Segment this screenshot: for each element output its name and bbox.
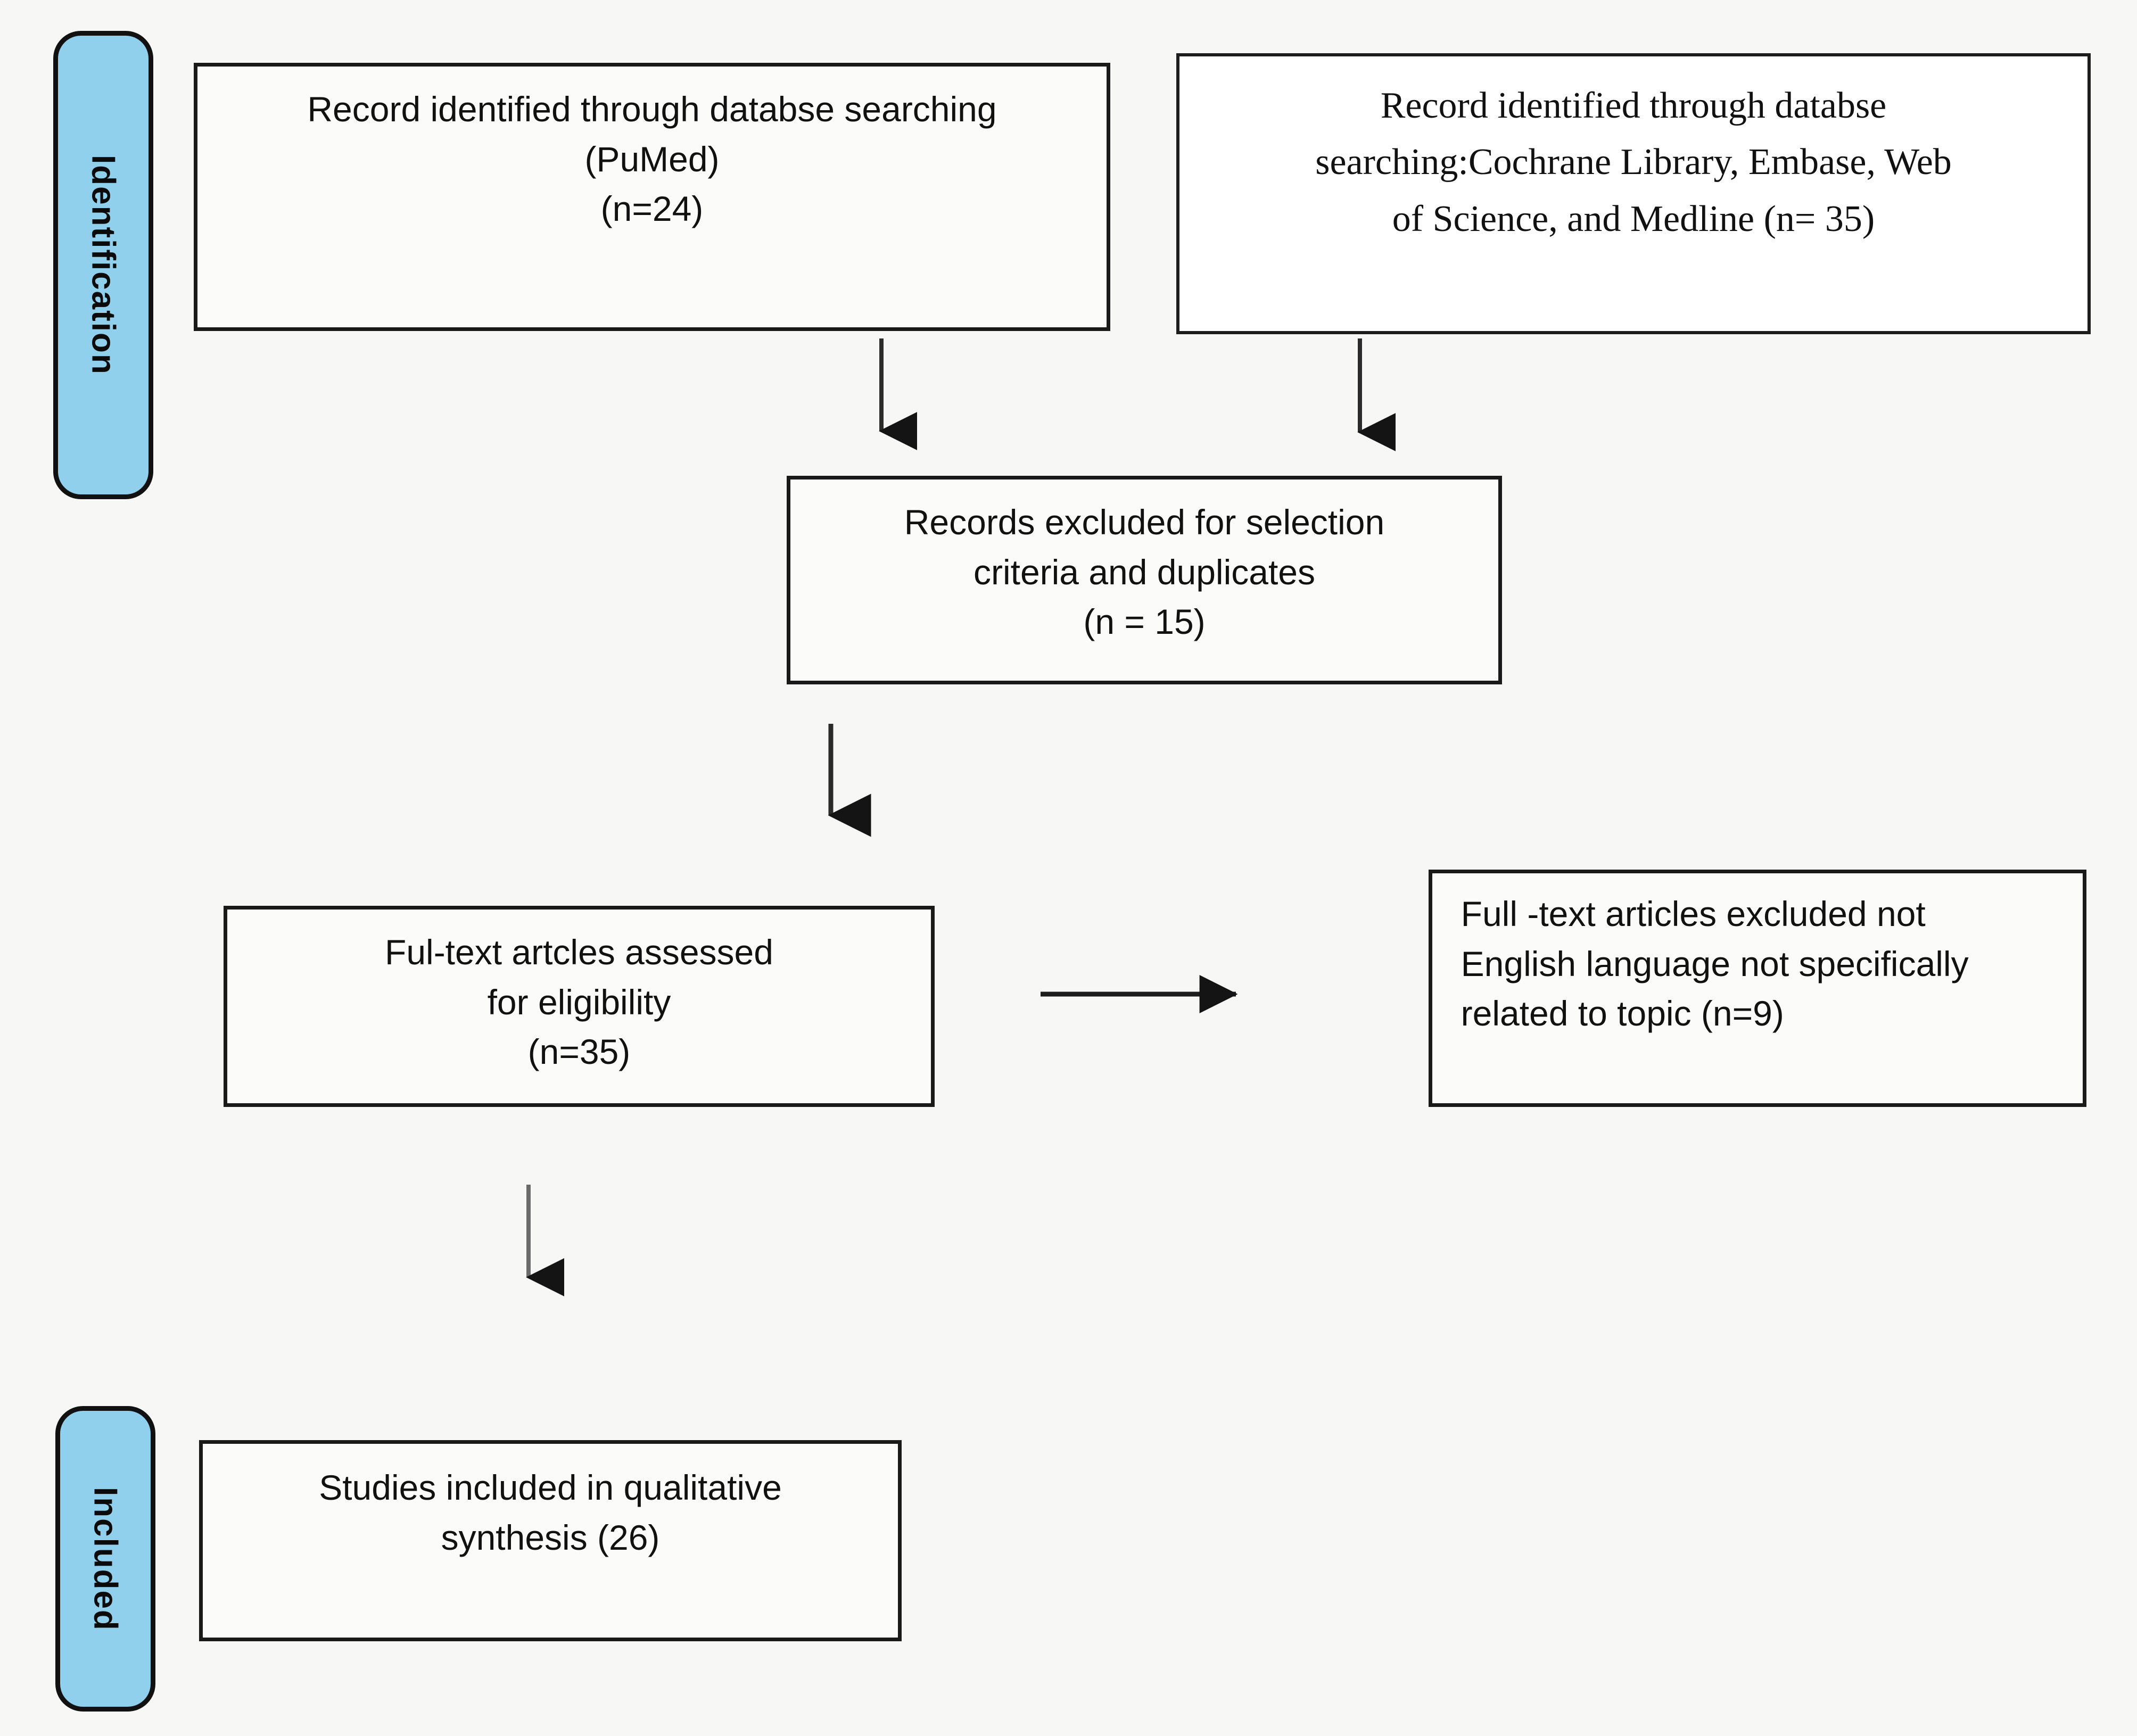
flow-box-fulltext-excluded: Full -text articles excluded not English… — [1429, 870, 2086, 1107]
flow-box-studies-included-text: Studies included in qualitative synthesi… — [319, 1468, 782, 1557]
flow-box-studies-included: Studies included in qualitative synthesi… — [199, 1440, 902, 1641]
flow-box-records-identified-other-databases: Record identified through databse search… — [1176, 53, 2091, 334]
flow-box-records-excluded: Records excluded for selection criteria … — [787, 476, 1502, 684]
stage-pill-identification: Identification — [53, 31, 153, 499]
stage-pill-included: Included — [55, 1406, 155, 1712]
flow-box-records-excluded-text: Records excluded for selection criteria … — [904, 502, 1385, 642]
flow-box-records-identified-pubmed: Record identified through databse search… — [194, 63, 1110, 331]
stage-pill-identification-label: Identification — [85, 155, 122, 375]
stage-pill-included-label: Included — [87, 1486, 124, 1631]
flow-box-fulltext-assessed: Ful-text artcles assessed for eligibilit… — [224, 906, 935, 1107]
flow-box-fulltext-assessed-text: Ful-text artcles assessed for eligibilit… — [385, 932, 773, 1072]
flow-box-records-identified-other-databases-text: Record identified through databse search… — [1315, 85, 1952, 239]
flow-box-fulltext-excluded-text: Full -text articles excluded not English… — [1461, 894, 1969, 1034]
flow-box-records-identified-pubmed-text: Record identified through databse search… — [307, 89, 997, 229]
